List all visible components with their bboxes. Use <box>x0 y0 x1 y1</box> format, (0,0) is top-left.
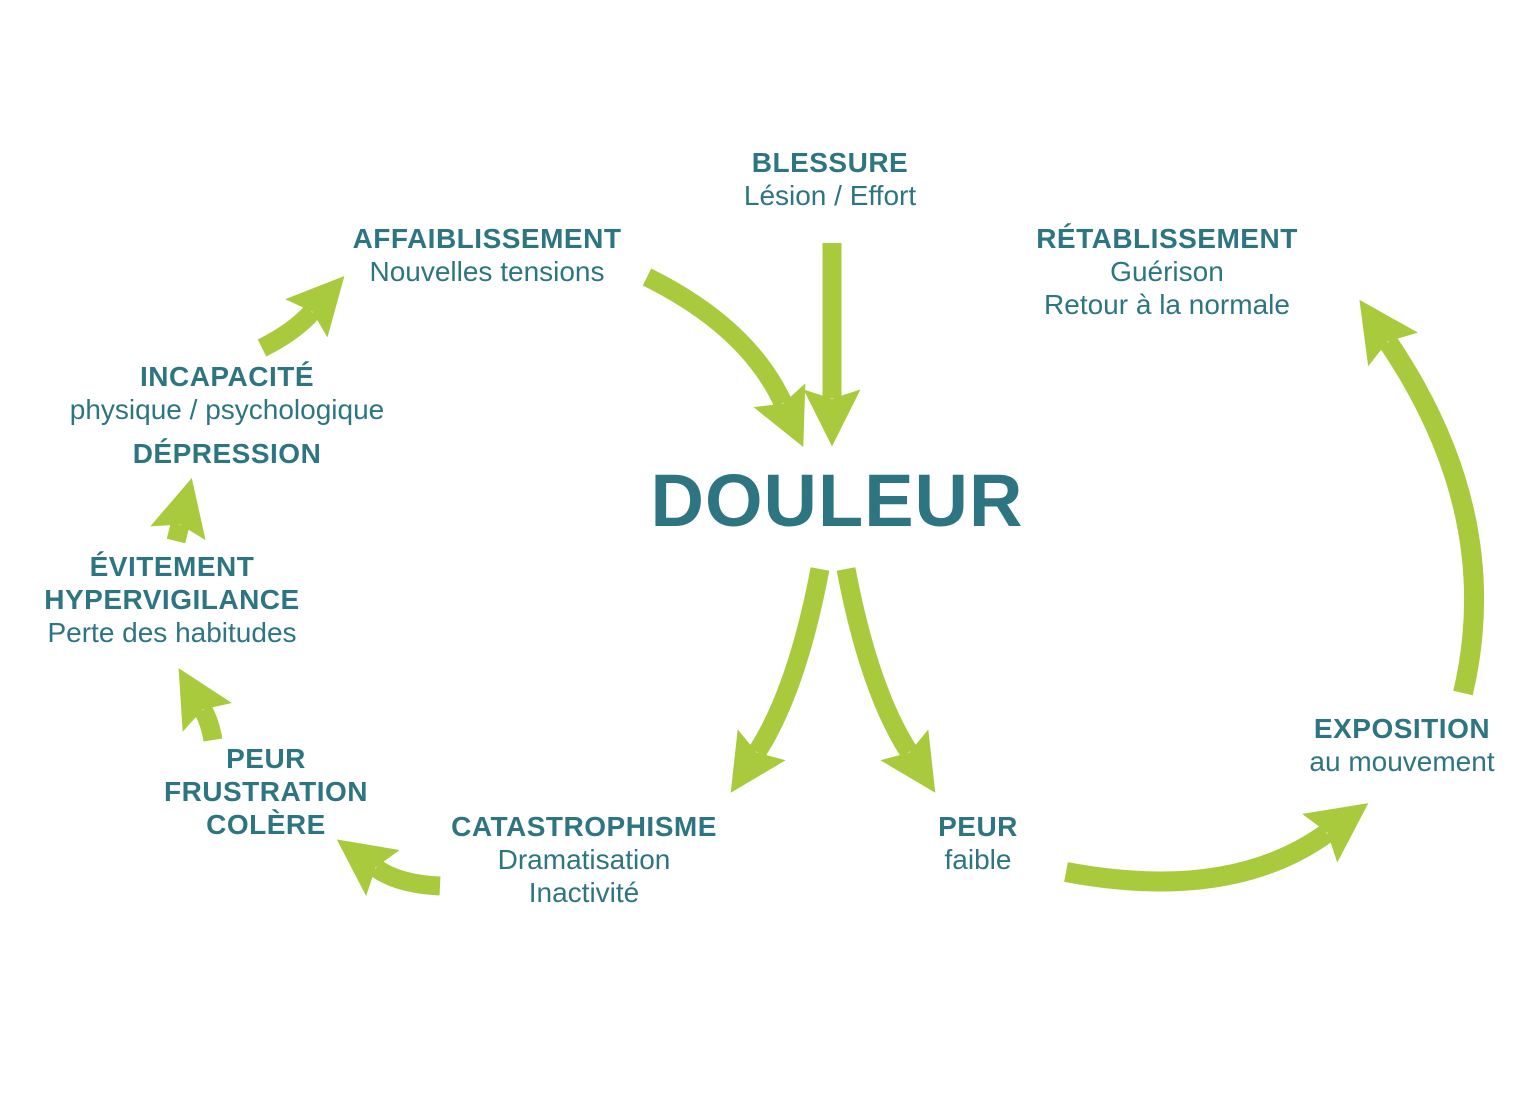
arrow-exposition-to-retablissement <box>1359 299 1485 696</box>
evitement-subtitle: Perte des habitudes <box>47 617 297 648</box>
catastrophisme-title: CATASTROPHISME <box>451 811 717 842</box>
incapacite-title: INCAPACITÉ <box>139 361 315 392</box>
exposition-title: EXPOSITION <box>1313 713 1491 744</box>
node-peur-faible: PEUR faible <box>938 810 1018 876</box>
blessure-title: BLESSURE <box>751 147 909 178</box>
node-affaiblissement: AFFAIBLISSEMENT Nouvelles tensions <box>353 222 622 288</box>
affaiblissement-title: AFFAIBLISSEMENT <box>352 223 622 254</box>
node-catastrophisme: CATASTROPHISME Dramatisation Inactivité <box>451 810 717 909</box>
arrow-affaiblissement-to-douleur <box>642 268 806 447</box>
douleur-title: DOULEUR <box>650 459 1024 542</box>
peur-frustration-line3: COLÈRE <box>206 809 326 840</box>
node-exposition: EXPOSITION au mouvement <box>1309 712 1494 778</box>
arrow-douleur-to-peur-faible <box>836 567 936 793</box>
catastrophisme-line2: Inactivité <box>528 877 640 908</box>
blessure-subtitle: Lésion / Effort <box>743 180 917 211</box>
arrow-catastrophisme-to-peur-frustration <box>336 839 441 897</box>
arrow-evitement-to-depression <box>150 477 206 544</box>
retablissement-line2: Retour à la normale <box>1044 289 1290 320</box>
node-incapacite: INCAPACITÉ physique / psychologique <box>70 360 384 426</box>
peur-frustration-line2: FRUSTRATION <box>163 776 369 807</box>
evitement-line1: ÉVITEMENT <box>89 551 255 582</box>
node-retablissement: RÉTABLISSEMENT Guérison Retour à la norm… <box>1036 222 1298 321</box>
evitement-line2: HYPERVIGILANCE <box>44 584 300 615</box>
node-evitement: ÉVITEMENT HYPERVIGILANCE Perte des habit… <box>44 550 299 649</box>
arrow-peur-frustration-to-evitement <box>178 668 232 742</box>
arrow-peur-faible-to-exposition <box>1064 803 1369 892</box>
peur-faible-subtitle: faible <box>944 844 1012 875</box>
retablissement-title: RÉTABLISSEMENT <box>1036 223 1298 254</box>
node-depression: DÉPRESSION <box>133 437 322 470</box>
incapacite-subtitle: physique / psychologique <box>69 394 385 425</box>
arrow-douleur-to-catastrophisme <box>730 567 830 793</box>
catastrophisme-line1: Dramatisation <box>497 844 671 875</box>
peur-frustration-line1: PEUR <box>226 743 306 774</box>
exposition-subtitle: au mouvement <box>1309 746 1495 777</box>
depression-title: DÉPRESSION <box>132 438 322 469</box>
retablissement-line1: Guérison <box>1110 256 1224 287</box>
arrow-incapacite-to-affaiblissement <box>257 275 345 357</box>
node-douleur: DOULEUR <box>651 462 1024 540</box>
node-blessure: BLESSURE Lésion / Effort <box>744 146 916 212</box>
peur-faible-title: PEUR <box>938 811 1018 842</box>
node-peur-frustration-colere: PEUR FRUSTRATION COLÈRE <box>164 742 368 841</box>
affaiblissement-subtitle: Nouvelles tensions <box>369 256 605 287</box>
